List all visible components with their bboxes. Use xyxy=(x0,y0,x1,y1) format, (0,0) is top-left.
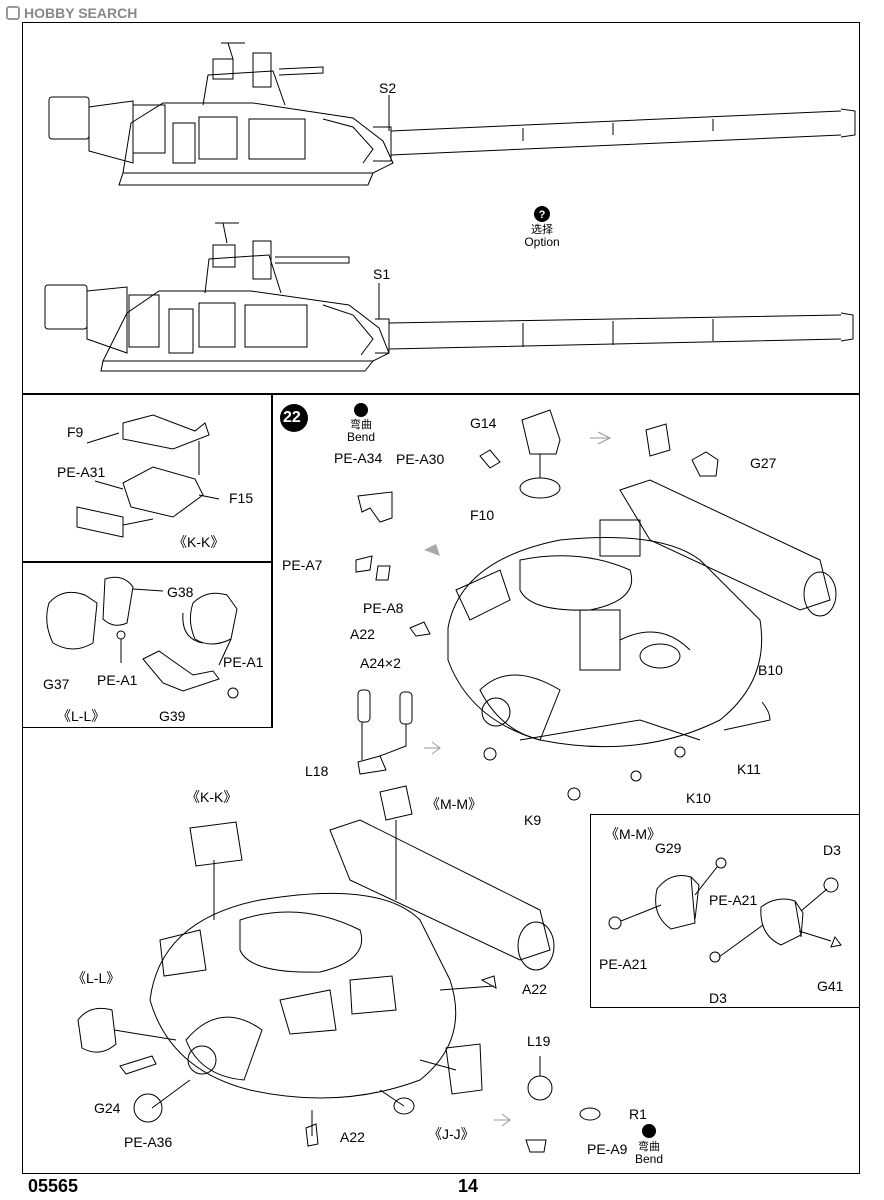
label-f15: F15 xyxy=(229,490,254,506)
inset-kk-title: 《K-K》 xyxy=(173,534,225,550)
label-pe-a30: PE-A30 xyxy=(396,451,445,467)
label-g27: G27 xyxy=(750,455,777,471)
label-k11: K11 xyxy=(737,761,761,777)
label-l18: L18 xyxy=(305,763,329,779)
inset-ll: G38 G37 PE-A1 PE-A1 G39 《L-L》 xyxy=(22,562,272,728)
option-note: 选择 Option xyxy=(519,224,565,249)
option-note-en: Option xyxy=(524,235,560,249)
page-number: 14 xyxy=(458,1176,479,1196)
inset-ll-drawing xyxy=(46,576,239,699)
option-tank-drawings: ? xyxy=(44,42,856,372)
label-pe-a7: PE-A7 xyxy=(282,557,323,573)
label-g24: G24 xyxy=(94,1100,121,1116)
bend-note-bottom-cn: 弯曲 xyxy=(638,1141,660,1153)
callout-mm: 《M-M》 xyxy=(426,796,482,812)
label-s2: S2 xyxy=(379,80,397,96)
hobby-search-logo-icon xyxy=(6,6,20,20)
inset-kk-drawing xyxy=(76,414,220,538)
tank-s1-drawing xyxy=(44,222,854,372)
product-code: 05565 xyxy=(28,1176,79,1196)
label-g41: G41 xyxy=(817,978,844,994)
label-a22-upper: A22 xyxy=(350,626,375,642)
label-l19: L19 xyxy=(527,1033,551,1049)
label-pe-a21-right: PE-A21 xyxy=(709,892,758,908)
watermark: HOBBY SEARCH xyxy=(6,5,137,21)
callout-jj: 《J-J》 xyxy=(428,1126,475,1142)
label-a22-mid: A22 xyxy=(522,981,547,997)
label-d3-bottom: D3 xyxy=(709,990,727,1006)
label-k10: K10 xyxy=(686,790,711,806)
label-s1: S1 xyxy=(373,266,391,282)
label-f9: F9 xyxy=(67,424,84,440)
label-g14: G14 xyxy=(470,415,497,431)
bend-note-top-cn: 弯曲 xyxy=(350,419,372,431)
option-question-icon xyxy=(534,206,550,222)
label-b10: B10 xyxy=(758,662,783,678)
step-number: 22 xyxy=(283,409,301,426)
label-pe-a9: PE-A9 xyxy=(587,1141,628,1157)
label-pe-a34: PE-A34 xyxy=(334,450,383,466)
bend-note-top-en: Bend xyxy=(346,430,376,444)
label-f10: F10 xyxy=(470,507,495,523)
label-pe-a31: PE-A31 xyxy=(57,464,106,480)
option-note-cn: 选择 xyxy=(531,224,553,236)
label-g38: G38 xyxy=(167,584,194,600)
option-panel: ? S2 S1 选择 Option xyxy=(22,22,860,394)
svg-text:?: ? xyxy=(539,209,546,221)
callout-kk: 《K-K》 xyxy=(186,789,238,805)
label-a24x2: A24×2 xyxy=(360,655,401,671)
label-pe-a36: PE-A36 xyxy=(124,1134,173,1150)
bend-note-bottom: 弯曲 Bend xyxy=(629,1141,669,1166)
label-pe-a21-left: PE-A21 xyxy=(599,956,648,972)
label-g29: G29 xyxy=(655,840,682,856)
label-pe-a1-left: PE-A1 xyxy=(97,672,138,688)
inset-mm: 《M-M》 G29 PE-A21 PE-A21 D3 D3 G41 xyxy=(590,814,860,1008)
label-r1: R1 xyxy=(629,1106,647,1122)
label-k9: K9 xyxy=(524,812,542,828)
watermark-text: HOBBY SEARCH xyxy=(24,5,138,21)
bend-note-bottom-en: Bend xyxy=(634,1152,664,1166)
label-a22-lower: A22 xyxy=(340,1129,365,1145)
label-d3-top: D3 xyxy=(823,842,841,858)
label-g37: G37 xyxy=(43,676,70,692)
tank-s2-drawing xyxy=(48,42,856,186)
inset-ll-title: 《L-L》 xyxy=(57,708,106,724)
label-g39: G39 xyxy=(159,708,186,724)
inset-mm-title: 《M-M》 xyxy=(605,826,661,842)
callout-ll: 《L-L》 xyxy=(72,970,121,986)
label-pe-a8: PE-A8 xyxy=(363,600,404,616)
inset-kk: F9 PE-A31 F15 《K-K》 xyxy=(22,394,272,562)
bend-note-top: 弯曲 Bend xyxy=(341,419,381,444)
inset-mm-drawing xyxy=(608,857,842,963)
label-pe-a1-right: PE-A1 xyxy=(223,654,264,670)
